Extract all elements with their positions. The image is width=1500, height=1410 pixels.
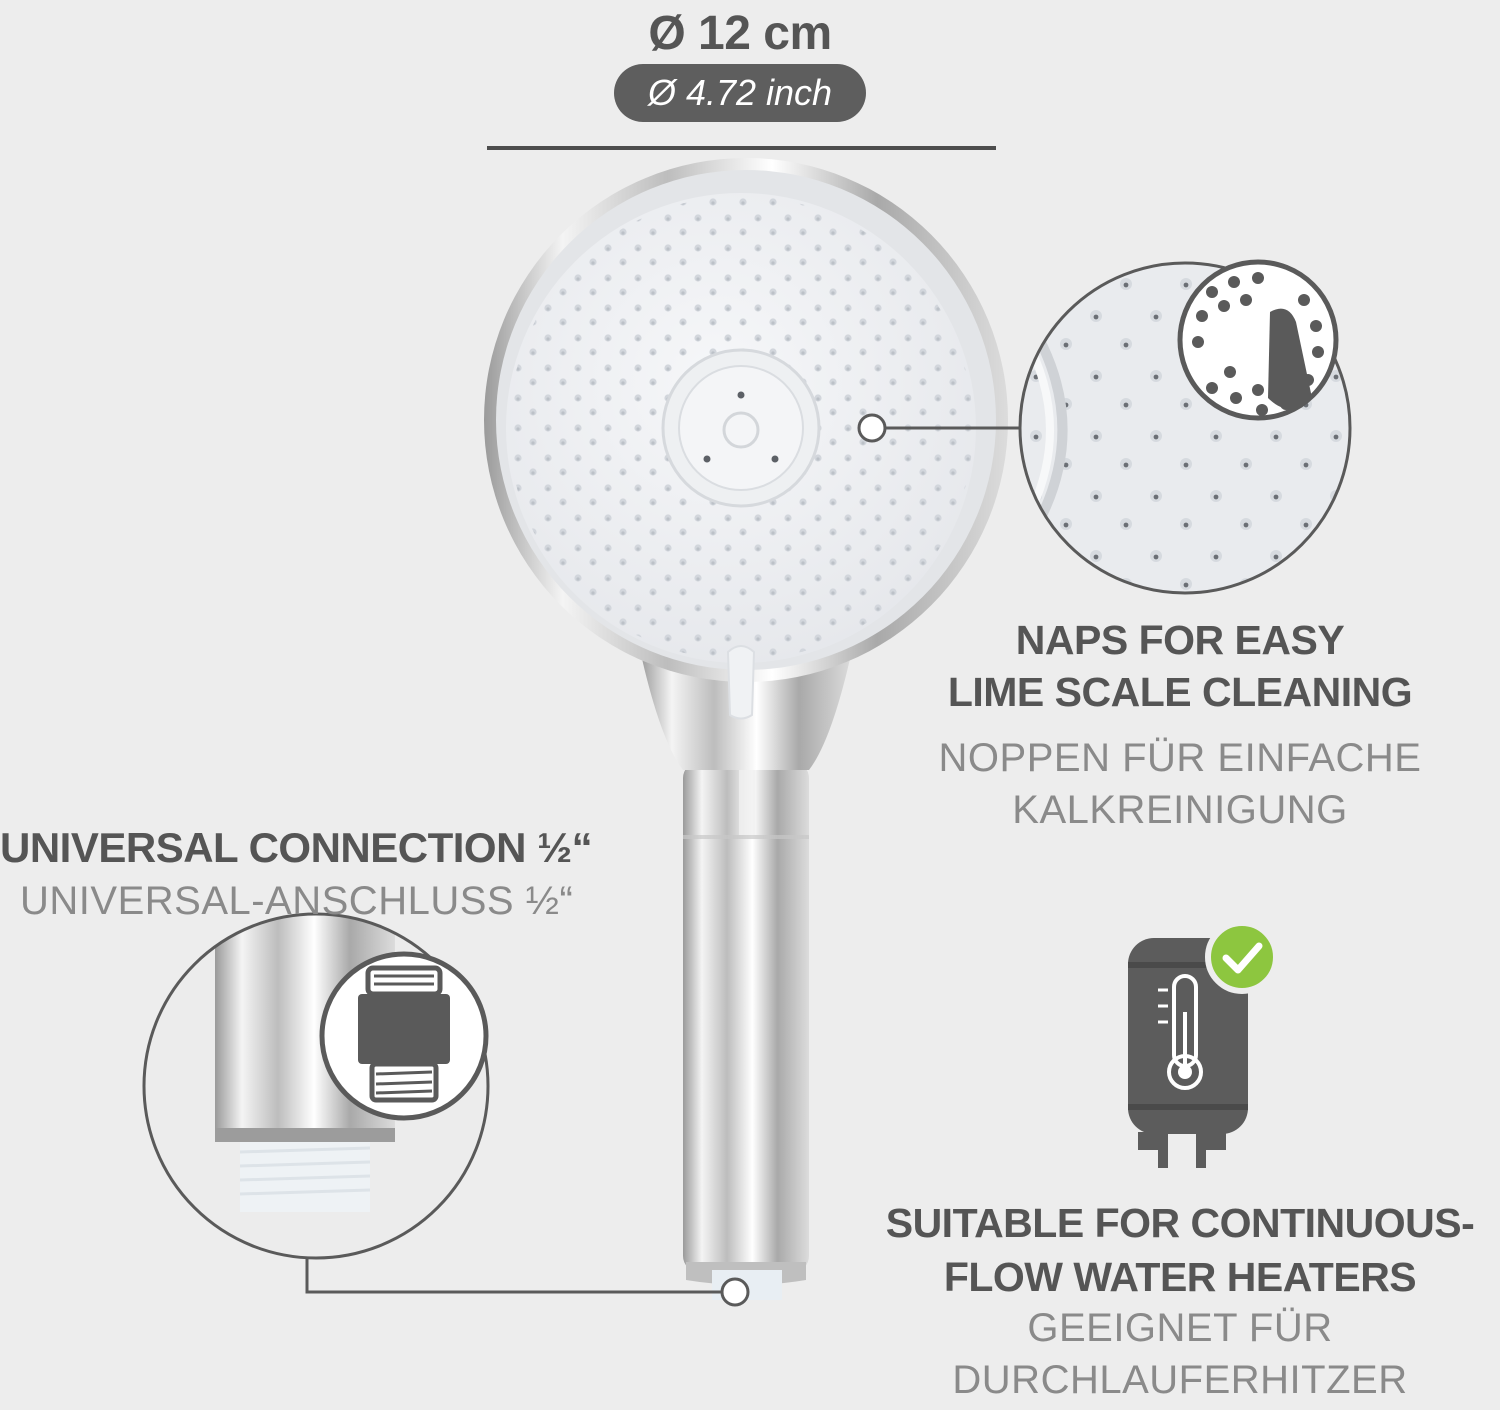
- shower-head: [484, 158, 1008, 720]
- shower-handle: [683, 762, 809, 1300]
- heater-title-line-1: SUITABLE FOR CONTINUOUS-: [885, 1200, 1475, 1246]
- naps-title: NAPS FOR EASY LIME SCALE CLEANING: [880, 614, 1480, 718]
- connection-callout-marker: [720, 1277, 750, 1307]
- heater-title-line-2: FLOW WATER HEATERS: [943, 1254, 1417, 1300]
- thermometer-icon: [1158, 974, 1203, 1090]
- nozzle-detail-icon: [1018, 259, 1352, 595]
- finger-rub-icon: [1177, 259, 1339, 421]
- dimension-imperial-badge: Ø 4.72 inch: [614, 64, 866, 122]
- thread-connector-icon: [319, 951, 489, 1121]
- heater-title: SUITABLE FOR CONTINUOUS- FLOW WATER HEAT…: [860, 1196, 1500, 1304]
- naps-subtitle-line-1: NOPPEN FÜR EINFACHE: [938, 736, 1422, 780]
- naps-subtitle: NOPPEN FÜR EINFACHE KALKREINIGUNG: [880, 732, 1480, 836]
- dimension-line: [487, 146, 996, 150]
- check-badge-icon: [1205, 920, 1279, 994]
- connection-detail: [142, 912, 490, 1260]
- connection-subtitle: UNIVERSAL-ANSCHLUSS ½“: [20, 879, 574, 923]
- naps-title-line-2: LIME SCALE CLEANING: [947, 669, 1413, 715]
- dimension-metric: Ø 12 cm: [648, 7, 832, 60]
- water-heater-icon: [1128, 920, 1279, 1168]
- heater-subtitle-line-2: DURCHLAUFERHITZER: [952, 1358, 1408, 1402]
- heater-subtitle-line-1: GEEIGNET FÜR: [1027, 1306, 1333, 1350]
- connection-title: UNIVERSAL CONNECTION ½“: [0, 824, 593, 871]
- naps-callout-marker: [857, 413, 887, 443]
- naps-title-line-1: NAPS FOR EASY: [1015, 617, 1345, 663]
- naps-subtitle-line-2: KALKREINIGUNG: [1012, 788, 1348, 832]
- heater-subtitle: GEEIGNET FÜR DURCHLAUFERHITZER: [860, 1302, 1500, 1406]
